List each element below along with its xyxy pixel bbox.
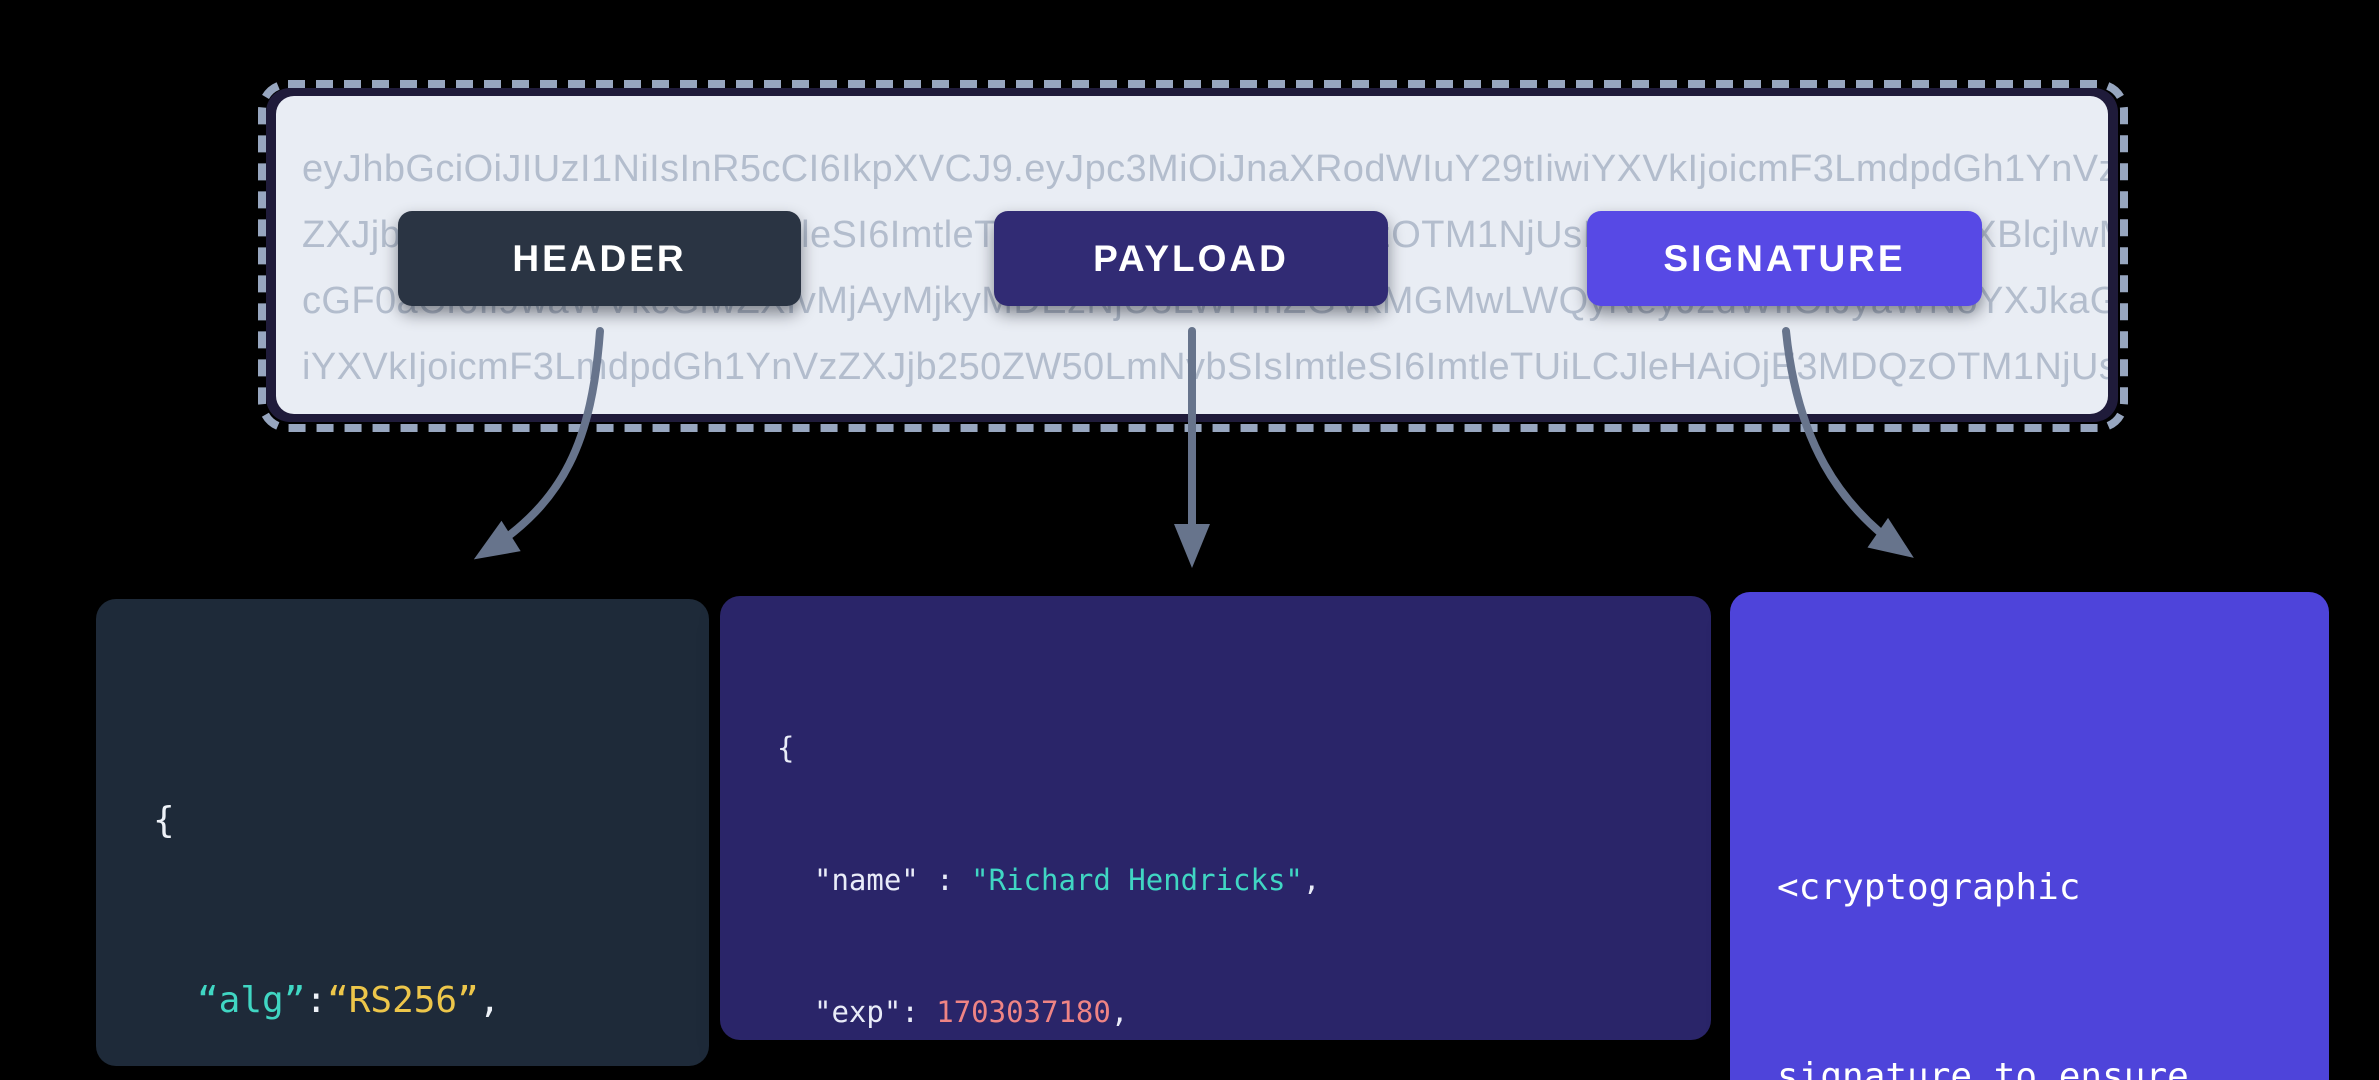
payload-json-box: { "name" : "Richard Hendricks", "exp": 1… (720, 596, 1711, 1040)
separator: : (918, 863, 972, 897)
open-brace: { (153, 800, 175, 841)
code-line: "exp": 1703037180, (777, 990, 1711, 1034)
comma: , (478, 980, 501, 1021)
header-json-box: { “alg”:“RS256”, “typ”:“JWT”, … } (96, 599, 709, 1066)
signature-box: <cryptographic signature to ensure integ… (1730, 592, 2329, 1080)
code-line: “alg”:“RS256”, (153, 971, 709, 1031)
colon: : (305, 980, 328, 1021)
code-line: { (777, 726, 1711, 770)
comma: , (1110, 995, 1129, 1029)
code-line: "name" : "Richard Hendricks", (777, 858, 1711, 902)
signature-button[interactable]: SIGNATURE (1587, 211, 1982, 306)
alg-value: “RS256” (327, 980, 479, 1021)
code-line: { (153, 791, 709, 851)
comma: , (1302, 863, 1321, 897)
header-button[interactable]: HEADER (398, 211, 801, 306)
token-line-4: iYXVkIjoicmF3LmdpdGh1YnVzZXJjb250ZW50LmN… (302, 346, 2108, 388)
name-value: "Richard Hendricks" (971, 863, 1303, 897)
separator: : (901, 995, 937, 1029)
open-brace: { (777, 731, 795, 765)
token-line-1: eyJhbGciOiJIUzI1NiIsInR5cCI6IkpXVCJ9.eyJ… (302, 148, 2108, 190)
signature-line-2: signature to ensure (1777, 1056, 2189, 1080)
payload-button[interactable]: PAYLOAD (994, 211, 1388, 306)
alg-key: “alg” (197, 980, 306, 1021)
name-key: "name" (814, 863, 919, 897)
exp-key: "exp" (814, 995, 902, 1029)
exp-value: 1703037180 (936, 995, 1111, 1029)
signature-line-1: <cryptographic (1777, 867, 2081, 908)
